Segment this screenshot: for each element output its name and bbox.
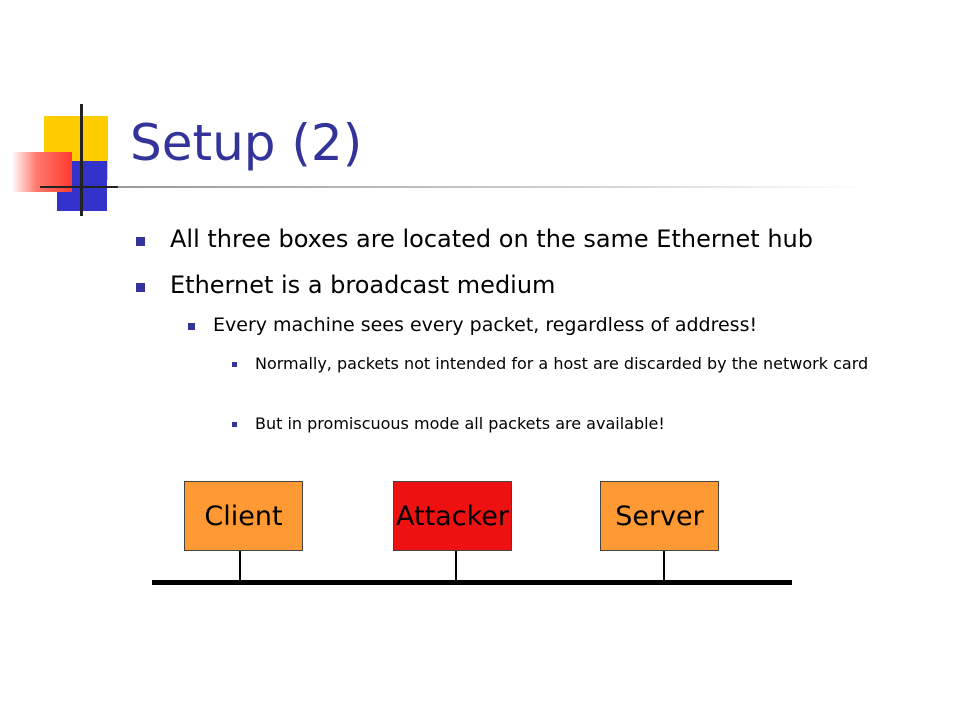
server-box: Server bbox=[600, 481, 719, 551]
bullet-marker bbox=[136, 283, 145, 292]
attacker-box: Attacker bbox=[393, 481, 512, 551]
server-connector bbox=[663, 551, 665, 581]
sub-sub-bullet-marker bbox=[232, 362, 237, 367]
ethernet-bus-line bbox=[152, 580, 792, 585]
decor-red-gradient-bar bbox=[12, 152, 72, 192]
attacker-connector bbox=[455, 551, 457, 581]
slide-title: Setup (2) bbox=[130, 114, 363, 172]
client-connector bbox=[239, 551, 241, 581]
bullet-boxes-same-hub: All three boxes are located on the same … bbox=[170, 225, 813, 253]
bullet-broadcast-medium: Ethernet is a broadcast medium bbox=[170, 271, 556, 299]
bullet-marker bbox=[136, 237, 145, 246]
sub-sub-bullet-promiscuous-mode: But in promiscuous mode all packets are … bbox=[255, 414, 665, 433]
decor-horizontal-line bbox=[40, 186, 130, 188]
sub-sub-bullet-normally-discarded: Normally, packets not intended for a hos… bbox=[255, 354, 869, 373]
client-box: Client bbox=[184, 481, 303, 551]
sub-sub-bullet-marker bbox=[232, 422, 237, 427]
title-underline bbox=[118, 186, 870, 188]
sub-bullet-marker bbox=[188, 323, 195, 330]
decor-vertical-line bbox=[80, 104, 83, 216]
sub-bullet-every-packet: Every machine sees every packet, regardl… bbox=[213, 314, 758, 336]
